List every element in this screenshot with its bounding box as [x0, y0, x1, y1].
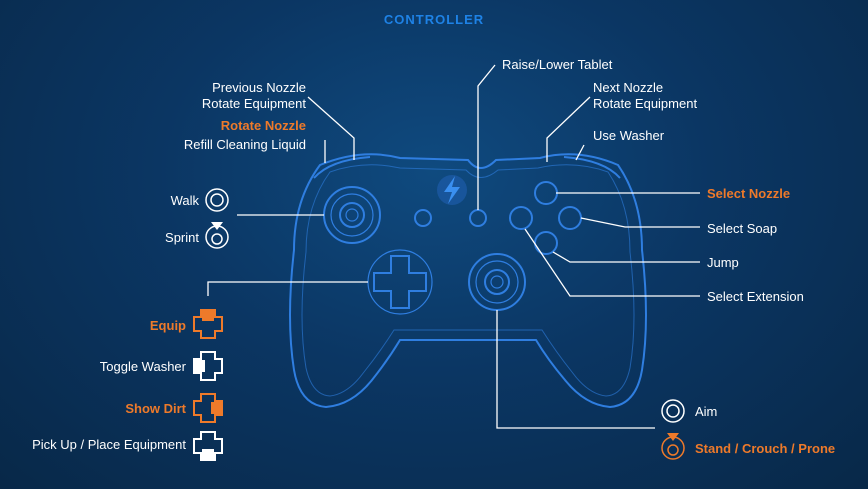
label-aim: Aim: [695, 404, 718, 419]
label-rotate-equipment-right: Rotate Equipment: [593, 96, 698, 111]
stick-press-icon: [205, 222, 229, 249]
analog-stick-icon: [205, 188, 229, 212]
label-show-dirt: Show Dirt: [125, 401, 186, 416]
dpad-down-icon: [193, 431, 223, 461]
controller-outline-icon: [289, 153, 647, 409]
dpad-up-icon: [193, 309, 223, 339]
label-rotate-nozzle: Rotate Nozzle: [220, 118, 306, 133]
label-pick-up-place-equipment: Pick Up / Place Equipment: [32, 437, 186, 452]
brand-logo-icon: [437, 175, 467, 205]
label-raise-lower-tablet: Raise/Lower Tablet: [502, 57, 613, 72]
label-equip: Equip: [149, 318, 186, 333]
label-previous-nozzle: Previous Nozzle: [212, 80, 306, 95]
label-rotate-equipment-left: Rotate Equipment: [201, 96, 306, 111]
label-toggle-washer: Toggle Washer: [99, 359, 186, 374]
label-select-nozzle: Select Nozzle: [707, 186, 791, 201]
dpad-right-icon: [193, 393, 223, 423]
label-walk: Walk: [170, 193, 199, 208]
label-sprint: Sprint: [165, 230, 199, 245]
dpad-left-icon: [193, 351, 223, 381]
page-title: CONTROLLER: [383, 12, 485, 27]
label-select-extension: Select Extension: [707, 289, 804, 304]
label-use-washer: Use Washer: [593, 128, 665, 143]
label-refill-cleaning-liquid: Refill Cleaning Liquid: [183, 137, 306, 152]
leader-lines: [207, 64, 700, 429]
label-stand-crouch-prone: Stand / Crouch / Prone: [695, 441, 836, 456]
label-select-soap: Select Soap: [707, 221, 778, 236]
stick-press-icon: [661, 433, 685, 460]
analog-stick-icon: [661, 399, 685, 423]
label-jump: Jump: [707, 255, 739, 270]
label-next-nozzle: Next Nozzle: [593, 80, 664, 95]
